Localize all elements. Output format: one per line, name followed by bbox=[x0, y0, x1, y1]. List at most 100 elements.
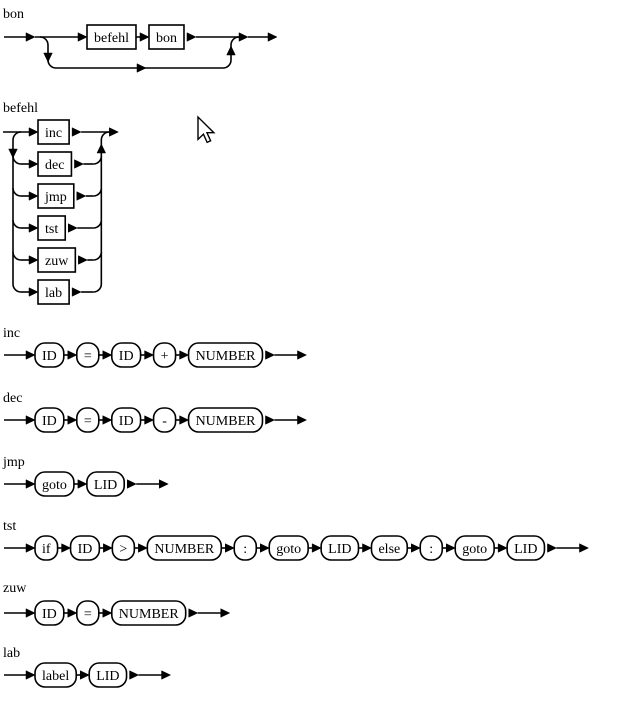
arrowhead bbox=[188, 608, 199, 618]
node-label: NUMBER bbox=[119, 607, 180, 622]
node-label: zuw bbox=[45, 254, 69, 269]
diagram-title: dec bbox=[3, 391, 22, 406]
arrowhead bbox=[126, 479, 137, 489]
arrowhead bbox=[67, 415, 78, 425]
node-label: befehl bbox=[94, 31, 129, 46]
arrowhead bbox=[186, 32, 197, 42]
arrowhead bbox=[74, 159, 85, 169]
terminal-node-lid: LID bbox=[88, 662, 128, 688]
arrowhead bbox=[102, 415, 113, 425]
nonterminal-node-zuw: zuw bbox=[37, 247, 77, 273]
nonterminal-node-bon-box bbox=[148, 24, 185, 50]
node-label: LID bbox=[514, 542, 537, 557]
node-label: : bbox=[429, 542, 433, 557]
terminal-node-lid-box bbox=[88, 662, 128, 688]
node-label: ID bbox=[119, 349, 134, 364]
node-label: = bbox=[84, 607, 92, 622]
nonterminal-node-inc: inc bbox=[37, 119, 70, 145]
terminal-node-colon: : bbox=[233, 535, 258, 561]
node-label: = bbox=[84, 349, 92, 364]
terminal-node-goto: goto bbox=[454, 535, 495, 561]
node-label: NUMBER bbox=[196, 414, 257, 429]
terminal-node-number-box bbox=[187, 407, 264, 433]
connector-curve bbox=[12, 219, 22, 229]
arrowhead bbox=[220, 608, 231, 618]
mouse-cursor-icon bbox=[197, 115, 216, 144]
node-label: LID bbox=[96, 669, 119, 684]
terminal-node-id: ID bbox=[110, 342, 142, 368]
node-label: dec bbox=[45, 158, 64, 173]
arrowhead bbox=[79, 670, 90, 680]
terminal-node-else: else bbox=[370, 535, 409, 561]
terminal-node-goto: goto bbox=[34, 471, 75, 497]
terminal-node-id: ID bbox=[34, 342, 65, 368]
terminal-node-lid-box bbox=[86, 471, 126, 497]
terminal-node-plus: + bbox=[152, 342, 177, 368]
arrowhead bbox=[267, 32, 278, 42]
arrowhead bbox=[77, 479, 88, 489]
arrowhead bbox=[102, 350, 113, 360]
terminal-node-equals: = bbox=[75, 342, 100, 368]
nonterminal-node-lab-box bbox=[37, 279, 70, 305]
arrowhead bbox=[25, 670, 36, 680]
arrowhead bbox=[109, 127, 119, 137]
arrowhead bbox=[238, 32, 249, 42]
nonterminal-node-dec: dec bbox=[37, 151, 73, 177]
terminal-node-greater-than: > bbox=[111, 535, 136, 561]
connector-curve bbox=[93, 155, 103, 165]
diagram-title: bon bbox=[3, 7, 24, 22]
connector-curve bbox=[93, 283, 103, 293]
node-label: : bbox=[243, 542, 247, 557]
node-label: ID bbox=[42, 607, 57, 622]
terminal-node-lid: LID bbox=[506, 535, 546, 561]
arrowhead bbox=[25, 543, 36, 553]
terminal-node-number: NUMBER bbox=[110, 600, 187, 626]
node-label: > bbox=[119, 542, 127, 557]
arrowhead bbox=[28, 127, 39, 137]
node-label: ID bbox=[119, 414, 134, 429]
node-label: NUMBER bbox=[196, 349, 257, 364]
terminal-node-minus: - bbox=[152, 407, 177, 433]
node-label: tst bbox=[45, 222, 58, 237]
arrowhead bbox=[43, 52, 53, 63]
arrowhead bbox=[179, 350, 190, 360]
arrowhead bbox=[161, 670, 172, 680]
arrowhead bbox=[28, 255, 39, 265]
terminal-node-number: NUMBER bbox=[187, 342, 264, 368]
terminal-node-id: ID bbox=[34, 407, 65, 433]
connector-curve bbox=[12, 187, 22, 197]
arrowhead bbox=[103, 543, 113, 553]
connector-curve bbox=[12, 155, 22, 165]
diagram-title: zuw bbox=[3, 581, 27, 596]
arrowhead bbox=[71, 287, 82, 297]
node-label: LID bbox=[328, 542, 351, 557]
node-label: NUMBER bbox=[154, 542, 215, 557]
node-label: inc bbox=[45, 126, 62, 141]
arrowhead bbox=[144, 350, 155, 360]
terminal-node-equals: = bbox=[75, 600, 100, 626]
node-label: - bbox=[162, 414, 167, 429]
arrowhead bbox=[28, 223, 39, 233]
arrowhead bbox=[28, 191, 39, 201]
arrowhead bbox=[67, 223, 78, 233]
nonterminal-node-zuw-box bbox=[37, 247, 77, 273]
node-label: goto bbox=[276, 542, 301, 557]
arrowhead bbox=[67, 608, 78, 618]
node-label: jmp bbox=[44, 190, 67, 205]
terminal-node-lid: LID bbox=[320, 535, 360, 561]
diagram-title: lab bbox=[3, 646, 20, 661]
arrowhead bbox=[28, 159, 39, 169]
terminal-node-id: ID bbox=[34, 600, 65, 626]
arrowhead bbox=[76, 191, 87, 201]
diagram-title: tst bbox=[3, 519, 16, 534]
arrowhead bbox=[362, 543, 373, 553]
arrowhead bbox=[138, 543, 148, 553]
terminal-node-number-box bbox=[187, 342, 264, 368]
terminal-node-id: ID bbox=[110, 407, 142, 433]
connector-curve bbox=[12, 251, 22, 261]
